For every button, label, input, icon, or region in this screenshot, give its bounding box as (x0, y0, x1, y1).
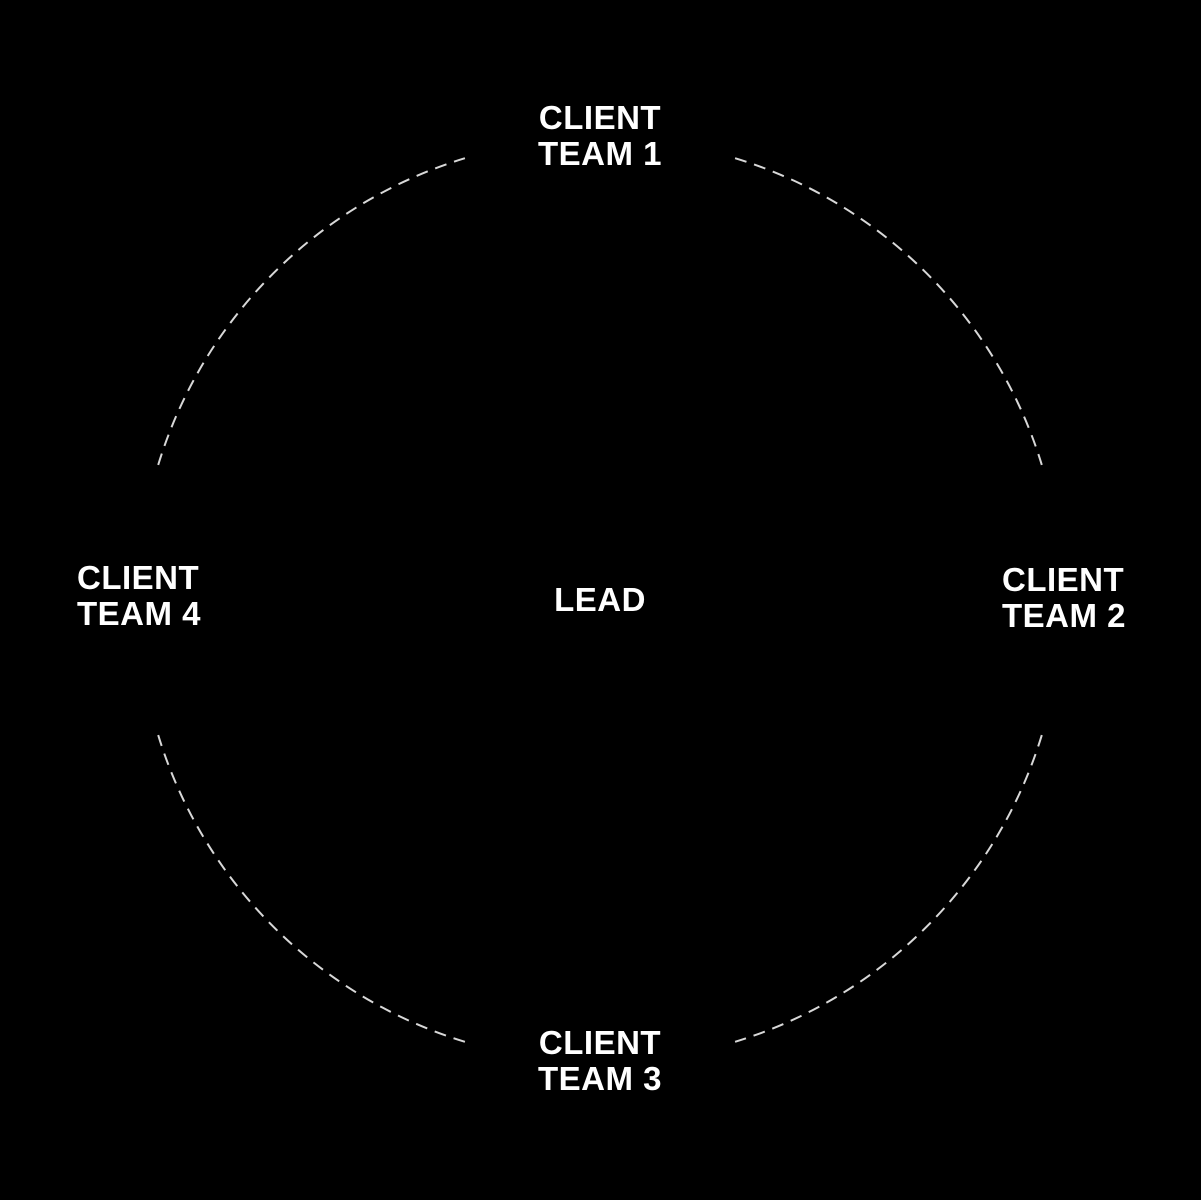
node-label-line1: CLIENT (1002, 561, 1125, 598)
node-client-team-4: CLIENT TEAM 4 (77, 560, 201, 632)
circle-arc-top-left (157, 157, 466, 466)
circle-arc-bottom-left (157, 734, 466, 1043)
node-client-team-1: CLIENT TEAM 1 (538, 100, 662, 172)
node-label-line2: TEAM 4 (77, 595, 202, 632)
node-label-line1: CLIENT (538, 1024, 662, 1061)
circle-arc-bottom-right (734, 734, 1043, 1043)
lead-label: LEAD (554, 581, 646, 618)
circle-arc-top-right (734, 157, 1043, 466)
node-label-line1: CLIENT (538, 99, 662, 136)
node-client-team-2: CLIENT TEAM 2 (1002, 562, 1126, 634)
node-label-line2: TEAM 3 (537, 1060, 663, 1097)
node-label-line1: CLIENT (77, 559, 200, 596)
node-label-line2: TEAM 2 (1002, 597, 1127, 634)
node-client-team-3: CLIENT TEAM 3 (538, 1025, 662, 1097)
node-label-line2: TEAM 1 (537, 135, 663, 172)
